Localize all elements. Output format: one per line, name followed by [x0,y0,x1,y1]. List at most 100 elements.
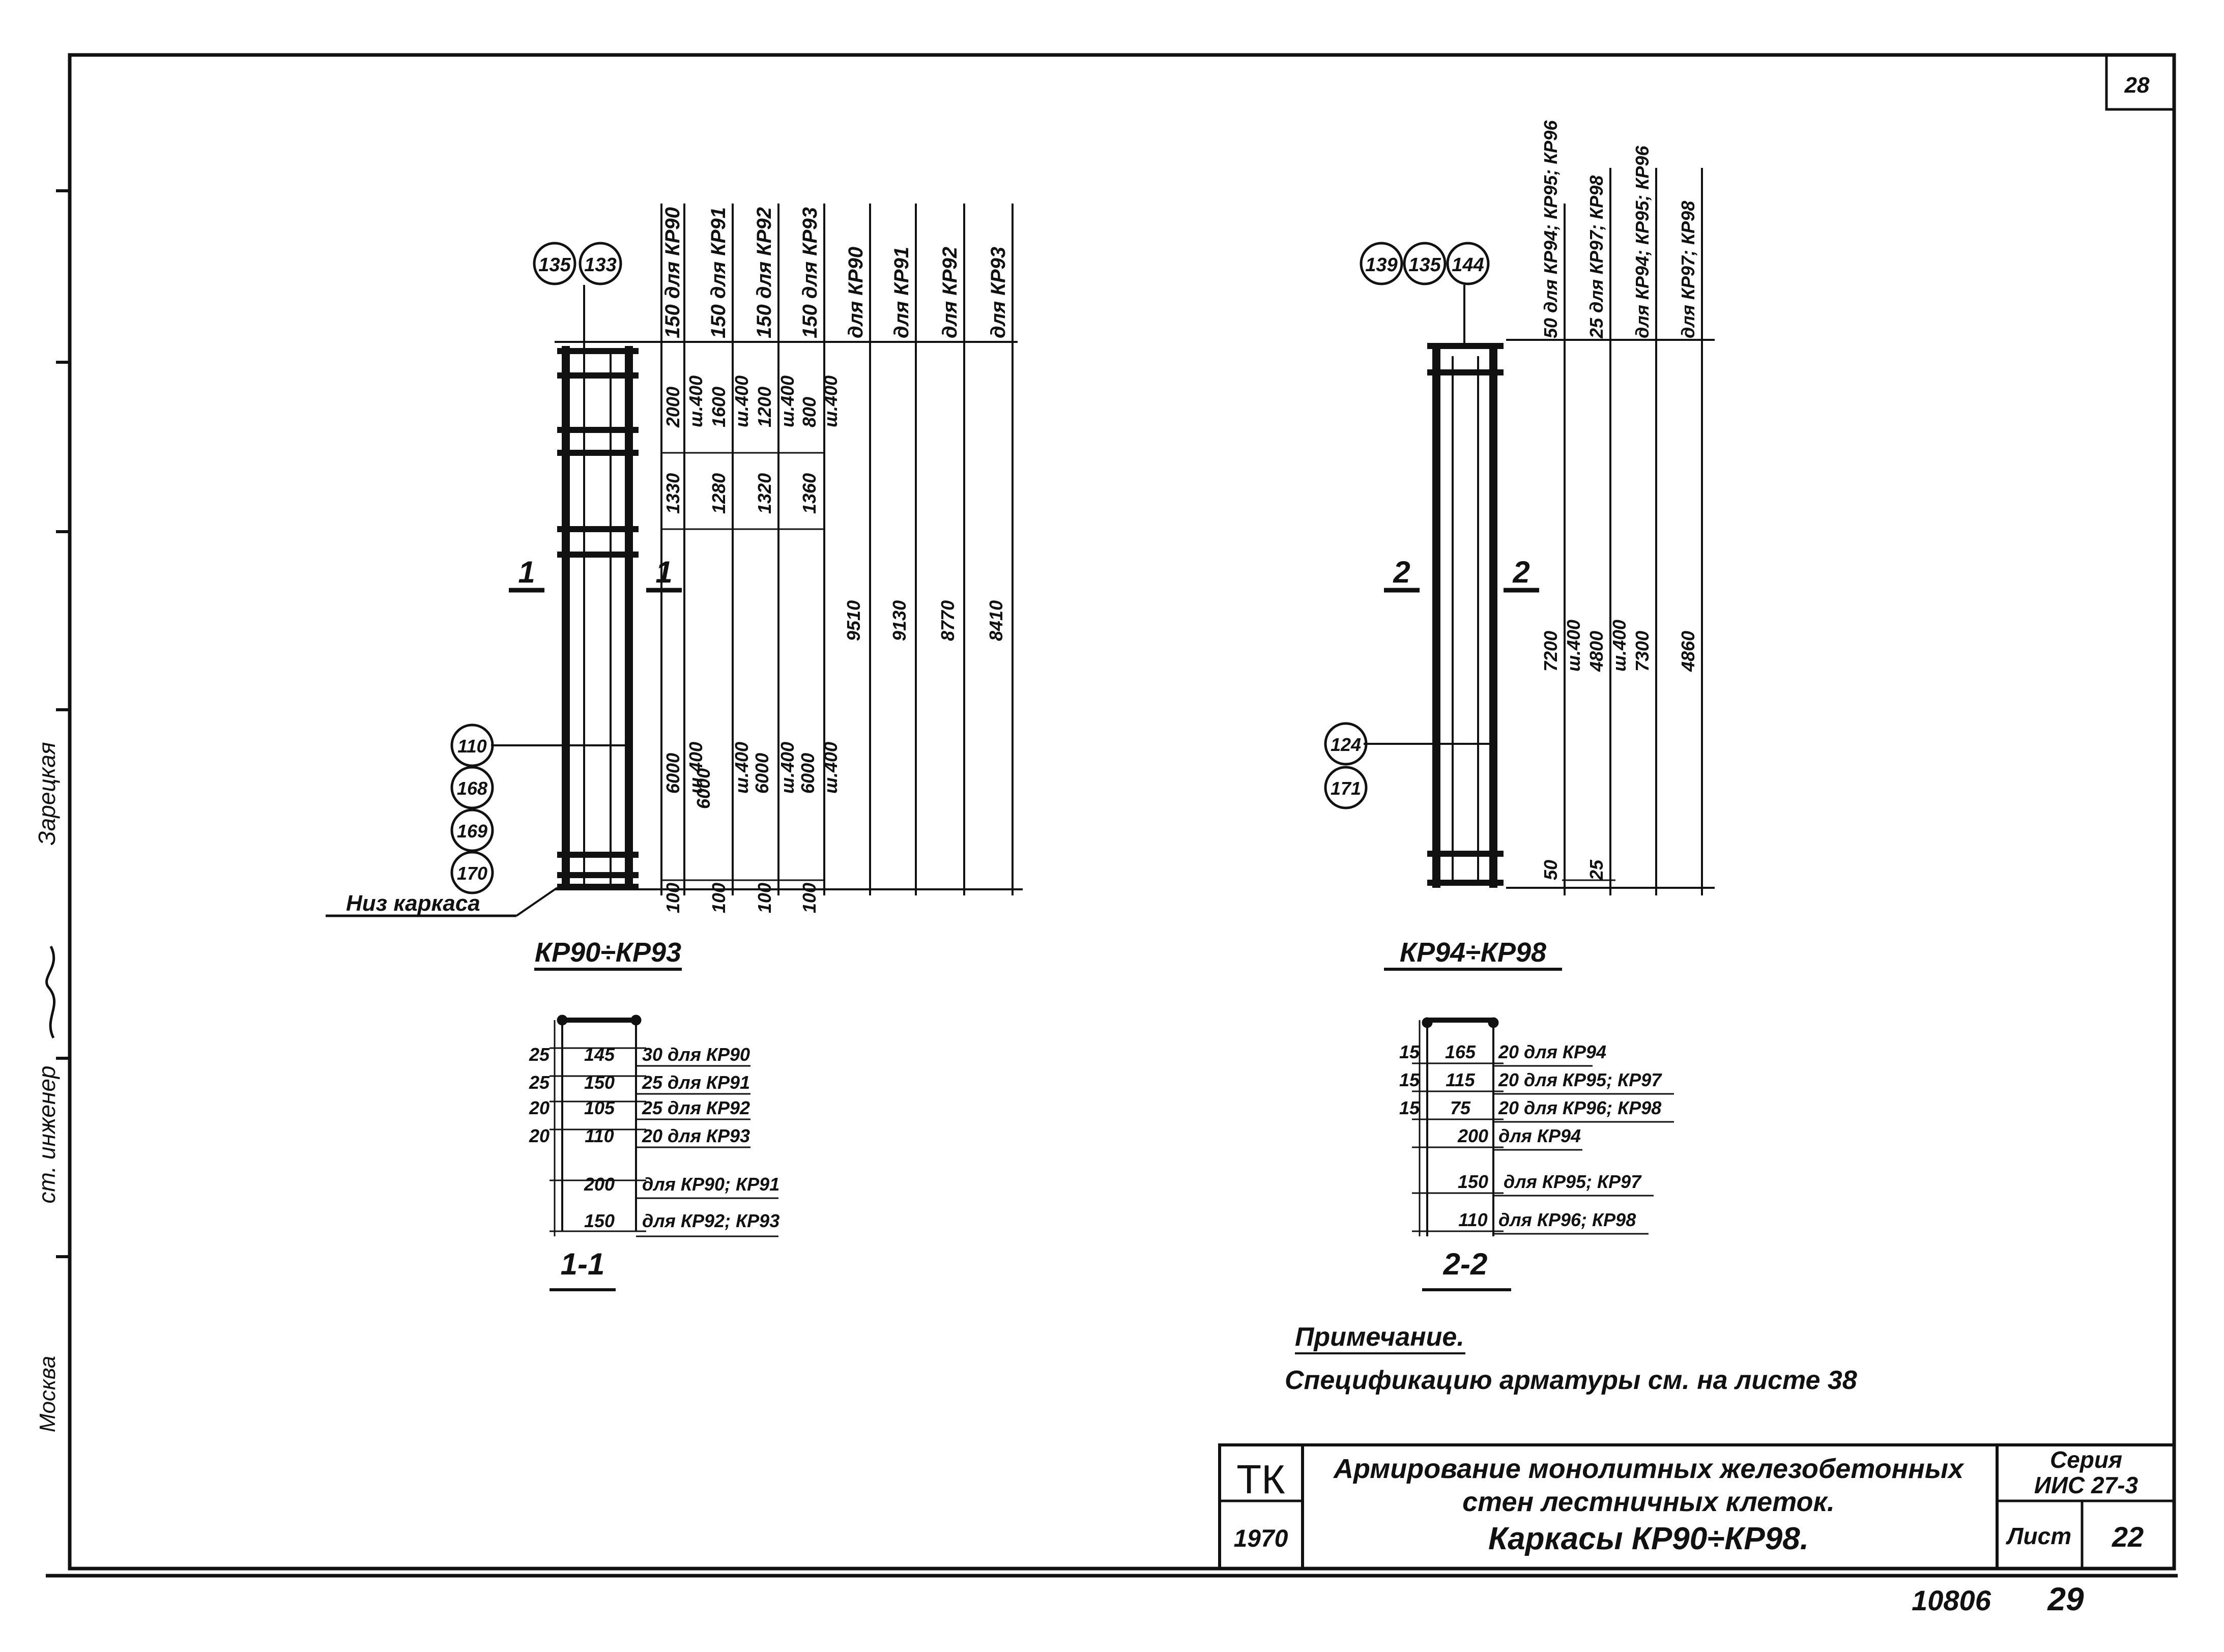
page-corner-number: 28 [2124,73,2150,98]
caption-kr90-kr93: КР90÷КР93 [535,937,681,968]
callout-135-right: 135 [1408,254,1441,276]
rdim-b-25: 25 [1586,859,1607,881]
section-mark-2-left: 2 [1393,555,1410,589]
rdim-b-step: ш.400 [1563,620,1584,672]
dim-b-1280: 1280 [708,473,729,514]
sec2-label-2: 20 для КР95; КР97 [1498,1069,1662,1090]
dim-d-6000: 6000 [797,753,818,794]
sec2-label-1: 20 для КР94 [1498,1041,1606,1062]
sec1-label-4: 20 для КР93 [642,1125,750,1146]
header-150-kr91: 150 для КР91 [707,207,730,338]
bottom-page: 29 [2047,1581,2084,1617]
series-label: Серия [2050,1446,2122,1473]
callout-135: 135 [538,254,571,276]
section-title-2-2: 2-2 [1443,1247,1488,1281]
dim-a-100: 100 [662,883,683,913]
sec1-side-4: 20 [529,1125,550,1146]
dim-b-6000: 6000 [693,768,714,809]
sec1-value-1: 145 [584,1044,615,1065]
header-kr92: для КР92 [939,247,961,338]
sec2-label-6: для КР96; КР98 [1498,1209,1636,1230]
sec2-label-4: для КР94 [1498,1125,1581,1146]
header-150-kr90: 150 для КР90 [661,207,684,338]
rdim-d-4860: 4860 [1678,631,1698,672]
rdim-a-7200: 7200 [1540,631,1561,672]
section-mark-2-right: 2 [1512,555,1529,589]
dim-c-step-bottom: ш.400 [731,742,752,794]
title-year: 1970 [1234,1525,1288,1552]
sec2-label-5: для КР95; КР97 [1504,1171,1642,1192]
dim-b-100: 100 [708,883,729,913]
dim-f-9130: 9130 [889,600,910,641]
callout-169: 169 [457,821,487,842]
sec2-value-6: 110 [1458,1209,1487,1230]
drawing-frame [46,53,2178,1578]
callout-133: 133 [584,254,616,276]
title-line-3: Каркасы КР90÷КР98. [1488,1521,1809,1556]
right-dimensions: 7200 50 ш.400 4800 25 ш.400 7300 4860 [1540,620,1698,881]
sec2-side-1: 15 [1399,1041,1420,1062]
dim-d-step-bottom: ш.400 [777,742,798,794]
sec1-label-5: для КР90; КР91 [642,1174,779,1195]
side-name-zaretskaya: Зарецкая [34,742,60,845]
side-name-engineer: ст. инженер [34,1066,60,1204]
bottom-number: 10806 [1912,1584,1991,1616]
sec1-side-1: 25 [529,1044,550,1065]
bottom-of-cage-label: Низ каркаса [346,891,480,916]
sec1-value-2: 150 [584,1072,615,1093]
dim-d-100: 100 [799,883,820,913]
sec1-label-1: 30 для КР90 [642,1044,750,1065]
dim-e-step-bottom: ш.400 [820,742,841,794]
dim-a-2000: 2000 [662,387,683,428]
dim-a-1330: 1330 [662,473,683,514]
dim-c-1320: 1320 [754,473,775,514]
sec1-side-2: 25 [529,1072,550,1093]
sec1-value-4: 110 [585,1125,614,1146]
side-name-moscow: Москва [35,1356,60,1432]
note-heading: Примечание. [1295,1322,1464,1352]
rdim-c-7300: 7300 [1632,631,1653,672]
dim-d-800: 800 [799,397,820,427]
dim-e-step-top: ш.400 [820,375,841,427]
dim-h-8410: 8410 [986,600,1006,641]
note-text: Спецификацию арматуры см. на листе 38 [1285,1366,1857,1395]
dim-c-6000: 6000 [752,753,772,794]
dim-g-8770: 8770 [937,600,958,641]
left-dimensions: 2000 1330 6000 100 ш.400 1600 1280 ш.400… [662,375,1006,913]
title-block [1218,1443,2176,1570]
section-1-1: 25 145 30 для КР90 25 150 25 для КР91 20… [529,1015,779,1291]
callout-144: 144 [1452,254,1484,276]
note: Примечание. Спецификацию арматуры см. на… [1285,1322,1857,1395]
sec1-label-2: 25 для КР91 [642,1072,750,1093]
section-mark-1-right: 1 [655,555,672,589]
dim-d-step-top: ш.400 [777,375,798,427]
rdim-a-50: 50 [1540,860,1561,880]
dim-b-step-top: ш.400 [685,375,706,427]
header-50-kr94-96: 50 для КР94; КР95; КР96 [1540,120,1561,338]
caption-kr94-kr98: КР94÷КР98 [1400,937,1546,968]
callout-139: 139 [1365,254,1397,276]
dim-e-9510: 9510 [843,600,864,641]
signature-scribble [45,945,55,1039]
dim-d-1360: 1360 [799,473,820,514]
dim-b-1600: 1600 [708,387,729,427]
rdim-c-step: ш.400 [1609,620,1630,672]
section-mark-1-left: 1 [518,555,535,589]
sec2-value-1: 165 [1445,1041,1476,1062]
callouts-top-right: 139 135 144 [1360,242,1490,285]
callouts-side-right: 124 171 [1324,722,1368,809]
callout-170: 170 [457,863,487,884]
header-150-kr93: 150 для КР93 [799,207,821,338]
header-150-kr92: 150 для КР92 [753,207,775,338]
header-kr93: для КР93 [987,247,1009,338]
sec1-value-6: 150 [584,1210,615,1231]
sec2-label-3: 20 для КР96; КР98 [1498,1097,1661,1118]
dim-c-1200: 1200 [754,387,775,427]
header-kr90: для КР90 [845,247,867,338]
sec2-side-3: 15 [1399,1097,1420,1118]
title-line-1: Армирование монолитных железобетонных [1333,1454,1965,1484]
series-value: ИИС 27-3 [2034,1472,2139,1498]
sec1-label-6: для КР92; КР93 [642,1210,779,1231]
left-column-headers: 150 для КР90 150 для КР91 150 для КР92 1… [661,207,1009,338]
